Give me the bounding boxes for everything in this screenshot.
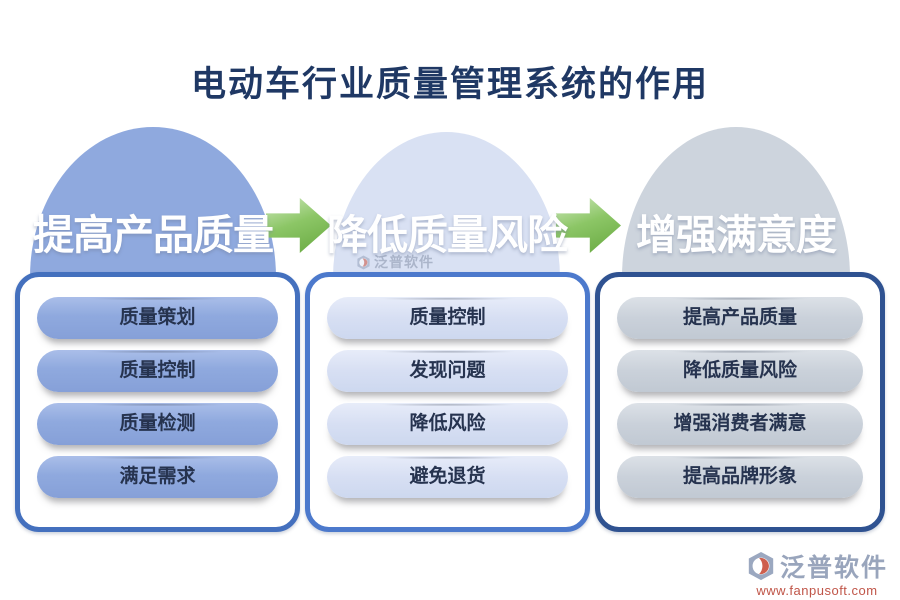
center-watermark-text: 泛普软件 — [374, 254, 434, 270]
list-item: 质量控制 — [327, 297, 568, 339]
list-item: 提高产品质量 — [617, 297, 863, 339]
stage-label-3: 增强满意度 — [636, 212, 837, 258]
stage-box-3: 提高产品质量 降低质量风险 增强消费者满意 提高品牌形象 — [595, 272, 885, 532]
stage-box-1: 质量策划 质量控制 质量检测 满足需求 — [15, 272, 300, 532]
list-item: 降低风险 — [327, 403, 568, 445]
list-item: 质量策划 — [37, 297, 278, 339]
brand-url: www.fanpusoft.com — [756, 583, 878, 598]
stage-label-1: 提高产品质量 — [33, 212, 274, 258]
list-item: 降低质量风险 — [617, 350, 863, 392]
list-item: 发现问题 — [327, 350, 568, 392]
list-item: 满足需求 — [37, 456, 278, 498]
page-title: 电动车行业质量管理系统的作用 — [190, 65, 709, 104]
fanpu-logo-icon — [357, 254, 370, 270]
stage-box-2: 质量控制 发现问题 降低风险 避免退货 — [305, 272, 590, 532]
fanpu-logo-icon — [748, 551, 774, 581]
list-item: 避免退货 — [327, 456, 568, 498]
list-item: 质量检测 — [37, 403, 278, 445]
stage-label-2: 降低质量风险 — [327, 212, 568, 258]
list-item: 增强消费者满意 — [617, 403, 863, 445]
brand-name: 泛普软件 — [779, 554, 888, 582]
list-item: 提高品牌形象 — [617, 456, 863, 498]
brand-logo: 泛普软件 www.fanpusoft.com — [746, 548, 888, 598]
center-watermark: 泛普软件 — [356, 252, 434, 272]
list-item: 质量控制 — [37, 350, 278, 392]
